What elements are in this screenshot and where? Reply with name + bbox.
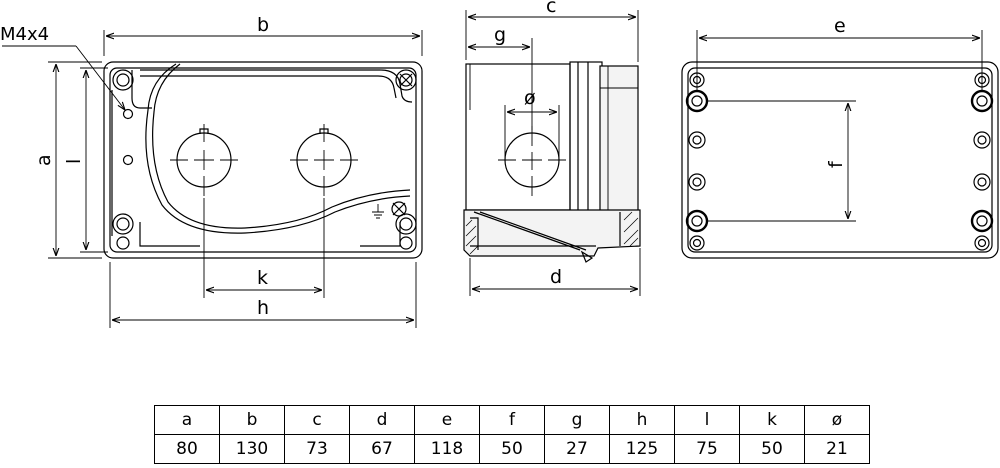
label-k: k [257, 267, 268, 289]
label-a: a [33, 154, 55, 166]
table-cell: 125 [609, 434, 675, 464]
table-header: k [739, 405, 805, 435]
table-header-row: a b c d e f g h l k ø [154, 405, 870, 435]
table-cell: 50 [479, 434, 545, 464]
table-header: g [544, 405, 610, 435]
front-view-dimensions [2, 30, 423, 328]
table-header: e [414, 405, 480, 435]
dimension-labels: M4x4 b a l k h c g ø d e f [0, 0, 847, 319]
table-header: d [349, 405, 415, 435]
table-cell: 80 [154, 434, 220, 464]
side-view [463, 61, 641, 263]
table-header: ø [804, 405, 870, 435]
label-g: g [494, 24, 506, 46]
callout-m4x4: M4x4 [0, 24, 49, 45]
back-view [681, 61, 999, 259]
label-d: d [550, 266, 562, 288]
section-hatching [465, 211, 639, 255]
dimension-table: a b c d e f g h l k ø 80 130 73 67 118 5… [154, 405, 870, 464]
table-header: l [674, 405, 740, 435]
technical-drawing: M4x4 b a l k h c g ø d e f [0, 0, 999, 328]
label-e: e [834, 15, 846, 37]
table-header: h [609, 405, 675, 435]
table-header: a [154, 405, 220, 435]
table-cell: 21 [804, 434, 870, 464]
table-row: 80 130 73 67 118 50 27 125 75 50 21 [154, 434, 870, 464]
table-header: c [284, 405, 350, 435]
table-cell: 27 [544, 434, 610, 464]
label-h: h [257, 297, 269, 319]
table-header: f [479, 405, 545, 435]
table-cell: 75 [674, 434, 740, 464]
back-view-dimensions [696, 30, 983, 222]
table-cell: 118 [414, 434, 480, 464]
label-dia: ø [524, 87, 536, 109]
table-cell: 67 [349, 434, 415, 464]
label-l: l [63, 159, 85, 164]
table-cell: 130 [219, 434, 285, 464]
table-header: b [219, 405, 285, 435]
label-b: b [257, 14, 269, 36]
table-cell: 73 [284, 434, 350, 464]
side-view-dimensions [465, 10, 641, 296]
front-view [103, 61, 423, 259]
label-c: c [546, 0, 556, 17]
table-cell: 50 [739, 434, 805, 464]
label-f: f [825, 160, 847, 168]
